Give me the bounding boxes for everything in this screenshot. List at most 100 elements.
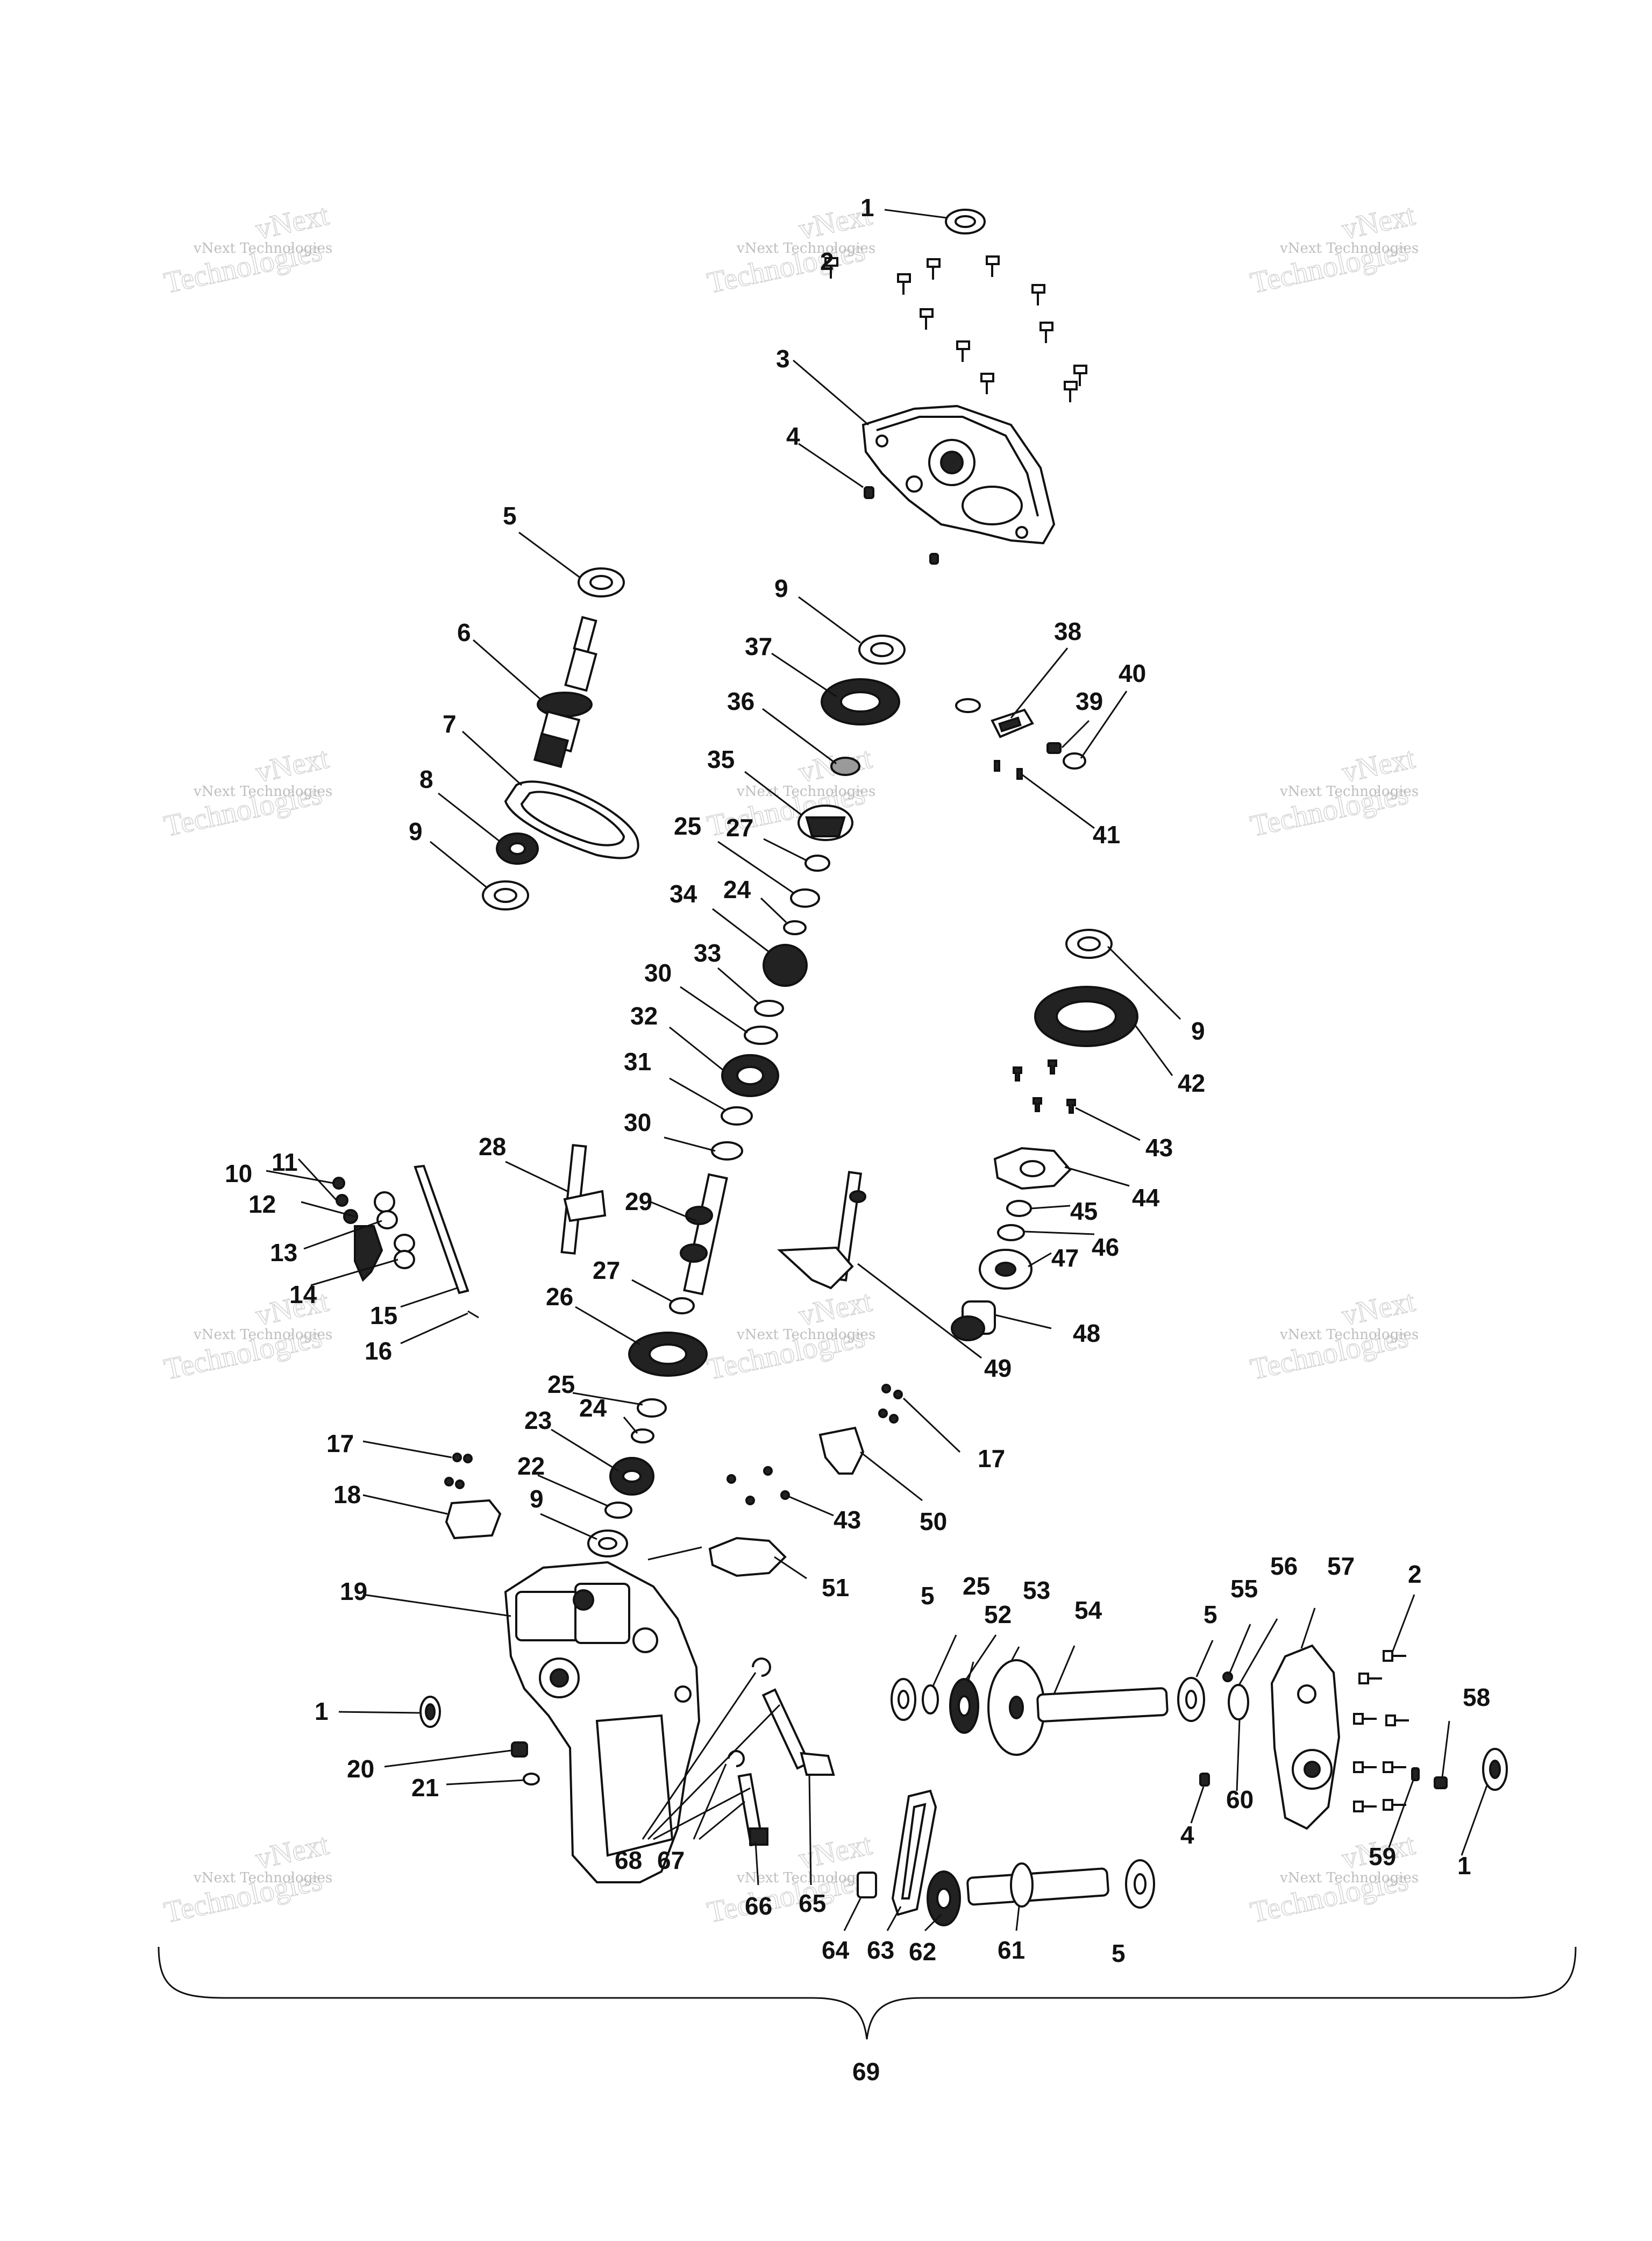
watermark: vNext Technologies vNext Technologies (161, 741, 332, 844)
callout-66: 66 (745, 1892, 772, 1920)
washer (790, 888, 820, 908)
shift-detent-parts (332, 1177, 415, 1282)
plug-washer (523, 1773, 540, 1785)
callout-15: 15 (370, 1301, 397, 1329)
vent-plug (1434, 1776, 1448, 1789)
callout-5: 5 (921, 1582, 935, 1610)
callout-51: 51 (822, 1574, 849, 1602)
spacer (857, 1872, 877, 1898)
callout-56: 56 (1270, 1552, 1298, 1580)
gear (821, 678, 900, 725)
callout-9: 9 (774, 574, 788, 602)
callout-53: 53 (1023, 1576, 1050, 1604)
screws (994, 760, 1023, 780)
svg-text:vNext Technologies: vNext Technologies (736, 784, 875, 800)
callout-47: 47 (1051, 1244, 1079, 1272)
upper-housing-cover (861, 404, 1056, 545)
watermark: vNext Technologies vNext Technologies (1247, 1284, 1419, 1387)
callout-20: 20 (347, 1755, 374, 1783)
callout-30: 30 (644, 959, 672, 987)
svg-text:vNext Technologies: vNext Technologies (1279, 784, 1419, 800)
washer (669, 1297, 695, 1314)
callout-61: 61 (998, 1936, 1025, 1964)
watermark: vNext Technologies vNext Technologies (1247, 1827, 1419, 1930)
svg-text:vNext Technologies: vNext Technologies (1279, 240, 1419, 257)
screws (878, 1384, 903, 1424)
callout-6: 6 (457, 618, 471, 646)
watermark: vNext Technologies vNext Technologies (1247, 198, 1419, 301)
dowel-pin (1199, 1773, 1210, 1787)
callout-42: 42 (1178, 1069, 1205, 1097)
watermark: vNext Technologies vNext Technologies (704, 1827, 875, 1930)
shift-bracket (818, 1426, 865, 1475)
callout-27: 27 (726, 814, 753, 842)
oil-seal (419, 1696, 441, 1728)
end-cover (1270, 1644, 1341, 1830)
svg-text:vNext Technologies: vNext Technologies (736, 1870, 875, 1886)
washer (804, 855, 830, 872)
screws (444, 1453, 473, 1489)
callout-55: 55 (1230, 1575, 1258, 1603)
callout-25: 25 (674, 812, 701, 840)
callout-25: 25 (547, 1370, 575, 1398)
svg-text:vNext Technologies: vNext Technologies (736, 240, 875, 257)
callout-19: 19 (340, 1577, 367, 1605)
shift-fork (777, 1171, 866, 1290)
pinion-shaft (951, 1300, 996, 1341)
callout-1: 1 (315, 1697, 329, 1725)
callout-50: 50 (920, 1507, 947, 1535)
callout-41: 41 (1093, 821, 1120, 849)
countershaft (680, 1173, 728, 1296)
callout-44: 44 (1132, 1184, 1160, 1212)
washer (1006, 1200, 1032, 1217)
bearing (1177, 1677, 1205, 1722)
callout-32: 32 (630, 1002, 658, 1030)
callout-59: 59 (1369, 1842, 1396, 1870)
drive-chain-lower (891, 1789, 937, 1916)
callout-35: 35 (707, 745, 735, 773)
svg-text:vNext Technologies: vNext Technologies (193, 1870, 332, 1886)
callout-13: 13 (270, 1239, 297, 1267)
callout-21: 21 (411, 1774, 439, 1802)
shift-lever (761, 1688, 835, 1776)
watermark: vNext Technologies vNext Technologies (161, 198, 332, 301)
cover-bolts-top (824, 255, 1087, 402)
callout-9: 9 (530, 1485, 544, 1513)
callout-5: 5 (503, 502, 517, 530)
callout-24: 24 (579, 1394, 607, 1422)
sprocket (496, 833, 539, 865)
bearing (891, 1678, 916, 1721)
callout-5: 5 (1204, 1600, 1217, 1628)
svg-text:vNext Technologies: vNext Technologies (736, 1327, 875, 1343)
sprocket (927, 1870, 961, 1926)
callout-26: 26 (546, 1283, 573, 1311)
shift-lever-lower (737, 1773, 768, 1847)
carrier-plate (993, 1147, 1072, 1190)
callout-34: 34 (670, 880, 697, 908)
snap-ring (744, 1026, 778, 1045)
bearing (858, 635, 906, 665)
callout-1: 1 (1457, 1852, 1471, 1880)
callout-22: 22 (517, 1452, 545, 1480)
callout-39: 39 (1076, 687, 1103, 715)
svg-text:vNext Technologies: vNext Technologies (193, 784, 332, 800)
washer (997, 1224, 1025, 1241)
callout-2: 2 (820, 247, 834, 275)
oil-seal-top (945, 209, 986, 234)
gear (628, 1332, 708, 1377)
callout-38: 38 (1054, 617, 1081, 645)
assembly-brace (158, 1946, 1577, 2040)
callout-27: 27 (593, 1256, 620, 1284)
bearing (1125, 1859, 1155, 1909)
svg-text:vNext Technologies: vNext Technologies (1279, 1870, 1419, 1886)
sprocket (949, 1678, 979, 1734)
callout-17: 17 (978, 1445, 1005, 1472)
svg-text:vNext Technologies: vNext Technologies (193, 240, 332, 257)
watermark: vNext Technologies vNext Technologies (161, 1827, 332, 1930)
callout-24: 24 (723, 876, 751, 903)
callout-28: 28 (479, 1133, 506, 1161)
main-housing (504, 1561, 701, 1883)
snap-ring (711, 1141, 743, 1161)
callout-31: 31 (624, 1048, 651, 1076)
